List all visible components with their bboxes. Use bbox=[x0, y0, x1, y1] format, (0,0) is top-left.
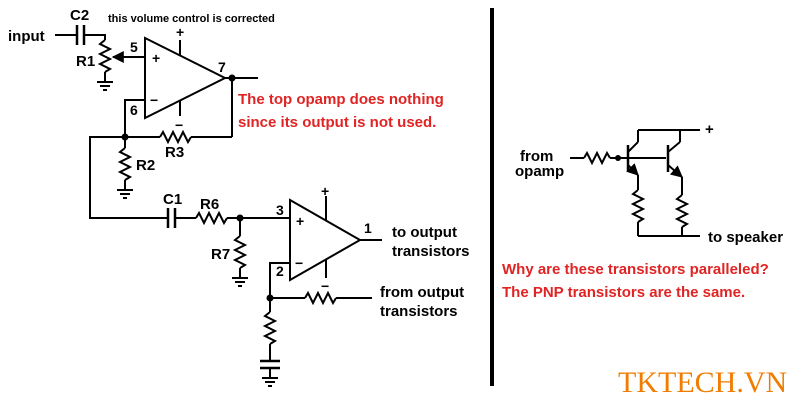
pin2-wire bbox=[269, 262, 290, 298]
label-r6: R6 bbox=[200, 196, 219, 213]
label-from-output-1: from output bbox=[380, 284, 464, 301]
resistor-emitter-1 bbox=[630, 189, 646, 223]
label-pin5: 5 bbox=[130, 39, 138, 55]
label-r3: R3 bbox=[165, 144, 184, 161]
label-c2: C2 bbox=[70, 7, 89, 24]
label-from-opamp-1: from bbox=[520, 148, 553, 165]
capacitor-c2 bbox=[75, 25, 86, 45]
top-opamp-minus-sign: − bbox=[150, 92, 158, 108]
resistor-r6 bbox=[195, 210, 228, 226]
note-question-line1: Why are these transistors paralleled? bbox=[502, 261, 769, 278]
label-to-output-2: transistors bbox=[392, 243, 470, 260]
note-top-opamp-line1: The top opamp does nothing bbox=[238, 91, 444, 108]
ground-symbol-r1 bbox=[97, 81, 113, 91]
loop-wire-to-c1 bbox=[89, 136, 167, 219]
bottom-opamp-circuit: + − + − bbox=[166, 183, 382, 387]
resistor-r2 bbox=[117, 147, 133, 181]
bottom-opamp-plus-sign: + bbox=[296, 213, 304, 229]
label-pin2: 2 bbox=[276, 263, 284, 279]
label-to-speaker: to speaker bbox=[708, 229, 783, 246]
note-question-line2: The PNP transistors are the same. bbox=[502, 284, 745, 301]
c2-to-r1-wire bbox=[85, 34, 106, 40]
label-pin3: 3 bbox=[276, 202, 284, 218]
resistor-emitter-2 bbox=[674, 194, 690, 228]
label-pin6: 6 bbox=[130, 102, 138, 118]
bottom-opamp-minus-sign: − bbox=[295, 255, 303, 271]
resistor-r1 bbox=[97, 39, 113, 73]
resistor-feedback-bottom bbox=[304, 290, 337, 306]
label-volume-note: this volume control is corrected bbox=[108, 13, 275, 25]
label-from-output-2: transistors bbox=[380, 303, 458, 320]
resistor-bottom-ground bbox=[262, 311, 278, 345]
transistor-circuit bbox=[570, 129, 700, 237]
label-pin1: 1 bbox=[364, 220, 372, 236]
transistor-q2 bbox=[666, 130, 683, 195]
ground-symbol-r2 bbox=[117, 189, 133, 199]
label-r2: R2 bbox=[136, 157, 155, 174]
top-opamp-plus-sign: + bbox=[152, 50, 160, 66]
label-from-opamp-2: opamp bbox=[515, 163, 564, 180]
label-plus-right: + bbox=[705, 121, 714, 138]
resistor-r3 bbox=[159, 129, 192, 145]
transistor-q1 bbox=[626, 130, 639, 190]
pin6-wire bbox=[124, 99, 145, 137]
bottom-opamp-v-minus: − bbox=[321, 278, 329, 294]
watermark-logo: TKTECH.VN bbox=[618, 366, 787, 399]
label-r1: R1 bbox=[76, 53, 95, 70]
label-input: input bbox=[8, 28, 45, 45]
resistor-base bbox=[583, 150, 611, 166]
note-top-opamp-line2: since its output is not used. bbox=[238, 114, 436, 131]
capacitor-bottom-ground bbox=[260, 359, 280, 370]
label-r7: R7 bbox=[211, 246, 230, 263]
capacitor-c1 bbox=[166, 208, 177, 228]
resistor-r7 bbox=[232, 235, 248, 269]
ground-symbol-bottom bbox=[262, 377, 278, 387]
label-pin7: 7 bbox=[218, 59, 226, 75]
ground-symbol-r7 bbox=[232, 277, 248, 287]
bottom-opamp-v-plus: + bbox=[321, 183, 329, 199]
top-opamp-v-minus: − bbox=[175, 117, 183, 133]
top-opamp-v-plus: + bbox=[176, 24, 184, 40]
top-opamp-triangle bbox=[144, 36, 228, 120]
label-c1: C1 bbox=[163, 191, 182, 208]
top-opamp-circuit: + − + − bbox=[55, 24, 258, 219]
label-to-output-1: to output bbox=[392, 224, 457, 241]
